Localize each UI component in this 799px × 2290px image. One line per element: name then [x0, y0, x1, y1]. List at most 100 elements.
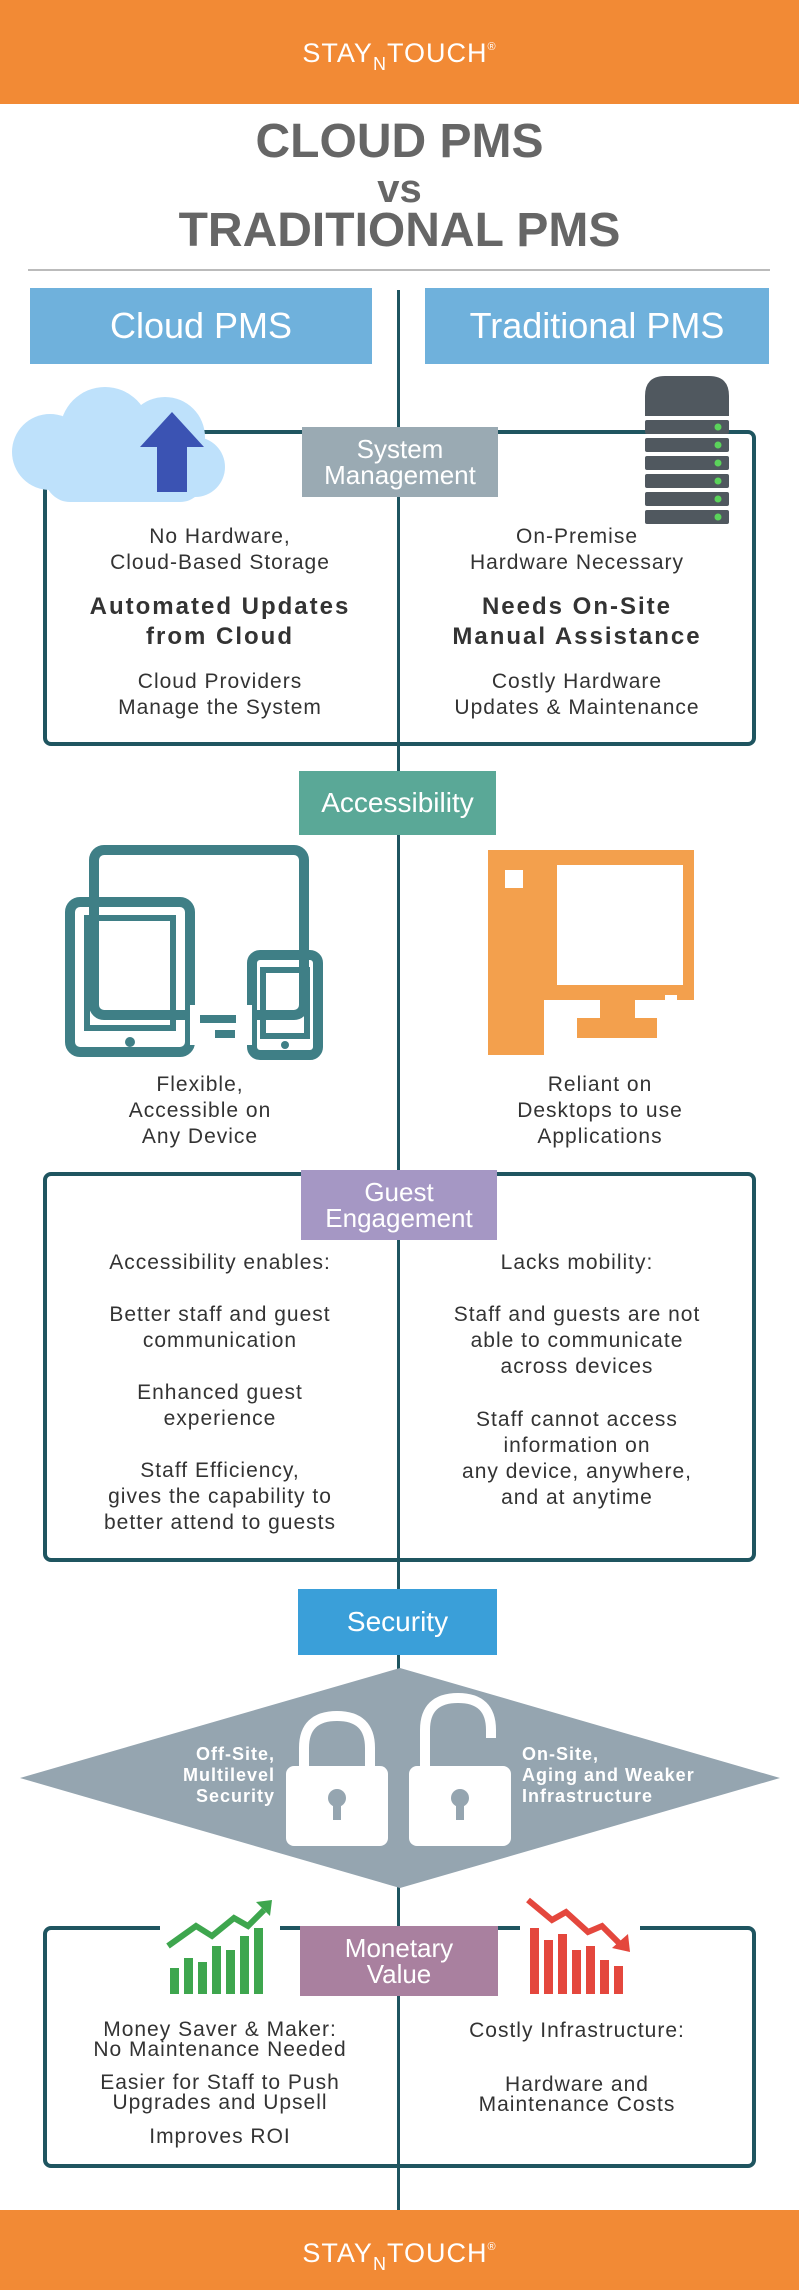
- label-line: Management: [324, 460, 476, 490]
- text-line: Better staff and guest: [109, 1303, 331, 1326]
- cloud-money-point-1: Money Saver & Maker: No Maintenance Need…: [55, 2018, 385, 2061]
- text-line: Manual Assistance: [452, 623, 702, 650]
- rising-chart-icon: [160, 1898, 280, 1998]
- cloud-accessibility-text: Flexible, Accessible on Any Device: [40, 1072, 360, 1150]
- text-line: Hardware and: [505, 2073, 649, 2096]
- text-line: able to communicate: [470, 1329, 684, 1352]
- traditional-money-point-1: Costly Infrastructure:: [469, 2019, 685, 2042]
- text-line: communication: [142, 1329, 298, 1352]
- traditional-onsite-text: Needs On-Site Manual Assistance: [412, 592, 742, 652]
- text-line: Aging and Weaker: [522, 1765, 695, 1785]
- text-line: Staff cannot access: [476, 1408, 678, 1431]
- text-line: experience: [163, 1407, 277, 1430]
- traditional-money-point-2: Hardware and Maintenance Costs: [412, 2073, 742, 2116]
- system-management-label: System Management: [302, 427, 498, 497]
- page-title-line1: CLOUD PMS: [255, 115, 544, 168]
- text-line: Manage the System: [118, 696, 322, 719]
- cloud-guest-point-2: Enhanced guest experience: [60, 1380, 380, 1432]
- brand-name-left: STAY: [302, 38, 373, 68]
- text-line: No Hardware,: [149, 525, 291, 548]
- text-line: Accessible on: [128, 1099, 272, 1122]
- traditional-guest-intro: Lacks mobility:: [500, 1251, 654, 1274]
- text-line: Flexible,: [156, 1073, 244, 1096]
- server-icon: [645, 376, 729, 524]
- text-line: Infrastructure: [522, 1786, 654, 1806]
- page-title-line3: TRADITIONAL PMS: [178, 204, 621, 257]
- text-line: Any Device: [141, 1125, 259, 1148]
- traditional-security-text: On-Site, Aging and Weaker Infrastructure: [522, 1744, 712, 1807]
- cloud-providers-text: Cloud Providers Manage the System: [60, 669, 380, 721]
- text-line: Updates & Maintenance: [454, 696, 700, 719]
- text-line: gives the capability to: [108, 1485, 332, 1508]
- cloud-upload-icon: [12, 387, 225, 502]
- brand-name-right: TOUCH: [386, 38, 488, 68]
- text-line: Applications: [537, 1125, 663, 1148]
- brand-name-mid: N: [372, 54, 387, 74]
- column-header-traditional: Traditional PMS: [425, 288, 769, 364]
- column-header-cloud: Cloud PMS: [30, 288, 372, 364]
- text-line: information on: [503, 1434, 651, 1457]
- page-title-line2: vs: [377, 167, 422, 211]
- desktop-computer-icon: [488, 850, 694, 1055]
- security-label: Security: [298, 1589, 497, 1655]
- label-line: Value: [366, 1959, 432, 1989]
- text-line: Enhanced guest: [137, 1381, 303, 1404]
- cloud-hardware-text: No Hardware, Cloud-Based Storage: [60, 524, 380, 576]
- brand-name-left: STAY: [302, 2238, 373, 2268]
- falling-chart-icon: [520, 1890, 640, 1998]
- text-line: Staff Efficiency,: [140, 1459, 300, 1482]
- text-line: Security: [195, 1786, 275, 1806]
- text-line: Off-Site,: [196, 1744, 275, 1764]
- footer-bar: STAYNTOUCH®: [0, 2210, 799, 2290]
- footer-brand-logo: STAYNTOUCH®: [0, 2238, 799, 2274]
- text-line: Money Saver & Maker:: [103, 2018, 337, 2041]
- text-line: On-Site,: [522, 1744, 600, 1764]
- guest-engagement-label: Guest Engagement: [301, 1170, 497, 1240]
- cloud-guest-point-3: Staff Efficiency, gives the capability t…: [60, 1458, 380, 1536]
- text-line: Needs On-Site: [481, 593, 673, 620]
- unlocked-padlock-icon: [409, 1692, 511, 1846]
- devices-icon: [65, 845, 323, 1060]
- header-bar: STAYNTOUCH®: [0, 0, 799, 104]
- traditional-guest-point-2: Staff cannot access information on any d…: [412, 1407, 742, 1511]
- cloud-updates-text: Automated Updates from Cloud: [60, 592, 380, 652]
- text-line: from Cloud: [146, 623, 294, 650]
- label-line: Monetary: [344, 1933, 454, 1963]
- traditional-guest-point-1: Staff and guests are not able to communi…: [412, 1302, 742, 1380]
- traditional-costly-text: Costly Hardware Updates & Maintenance: [412, 669, 742, 721]
- text-line: and at anytime: [501, 1486, 653, 1509]
- cloud-security-text: Off-Site, Multilevel Security: [130, 1744, 275, 1807]
- text-line: Reliant on: [547, 1073, 653, 1096]
- text-line: Maintenance Costs: [478, 2093, 676, 2116]
- text-line: across devices: [500, 1355, 654, 1378]
- cloud-money-point-3: Improves ROI: [149, 2125, 291, 2148]
- center-spine: [397, 290, 400, 2210]
- cloud-money-point-2: Easier for Staff to Push Upgrades and Up…: [55, 2071, 385, 2114]
- brand-trademark: ®: [487, 41, 497, 53]
- text-line: Staff and guests are not: [453, 1303, 701, 1326]
- text-line: Cloud-Based Storage: [110, 551, 330, 574]
- traditional-accessibility-text: Reliant on Desktops to use Applications: [440, 1072, 760, 1150]
- locked-padlock-icon: [286, 1710, 388, 1846]
- brand-logo: STAYNTOUCH®: [0, 38, 799, 74]
- text-line: Costly Hardware: [491, 670, 663, 693]
- cloud-guest-intro: Accessibility enables:: [109, 1251, 331, 1274]
- monetary-value-label: Monetary Value: [300, 1926, 498, 1996]
- text-line: Cloud Providers: [137, 670, 303, 693]
- traditional-hardware-text: On-Premise Hardware Necessary: [412, 524, 742, 576]
- accessibility-label: Accessibility: [299, 771, 496, 835]
- label-line: Guest: [364, 1177, 434, 1207]
- brand-name-right: TOUCH: [386, 2238, 488, 2268]
- text-line: No Maintenance Needed: [93, 2038, 347, 2061]
- text-line: Hardware Necessary: [469, 551, 685, 574]
- text-line: Automated Updates: [89, 593, 351, 620]
- text-line: On-Premise: [515, 525, 639, 548]
- text-line: Upgrades and Upsell: [112, 2091, 328, 2114]
- brand-name-mid: N: [372, 2254, 387, 2274]
- text-line: Easier for Staff to Push: [100, 2071, 340, 2094]
- title-divider: [28, 269, 770, 271]
- text-line: Desktops to use: [517, 1099, 683, 1122]
- text-line: any device, anywhere,: [462, 1460, 692, 1483]
- security-diamond: [20, 1668, 780, 1888]
